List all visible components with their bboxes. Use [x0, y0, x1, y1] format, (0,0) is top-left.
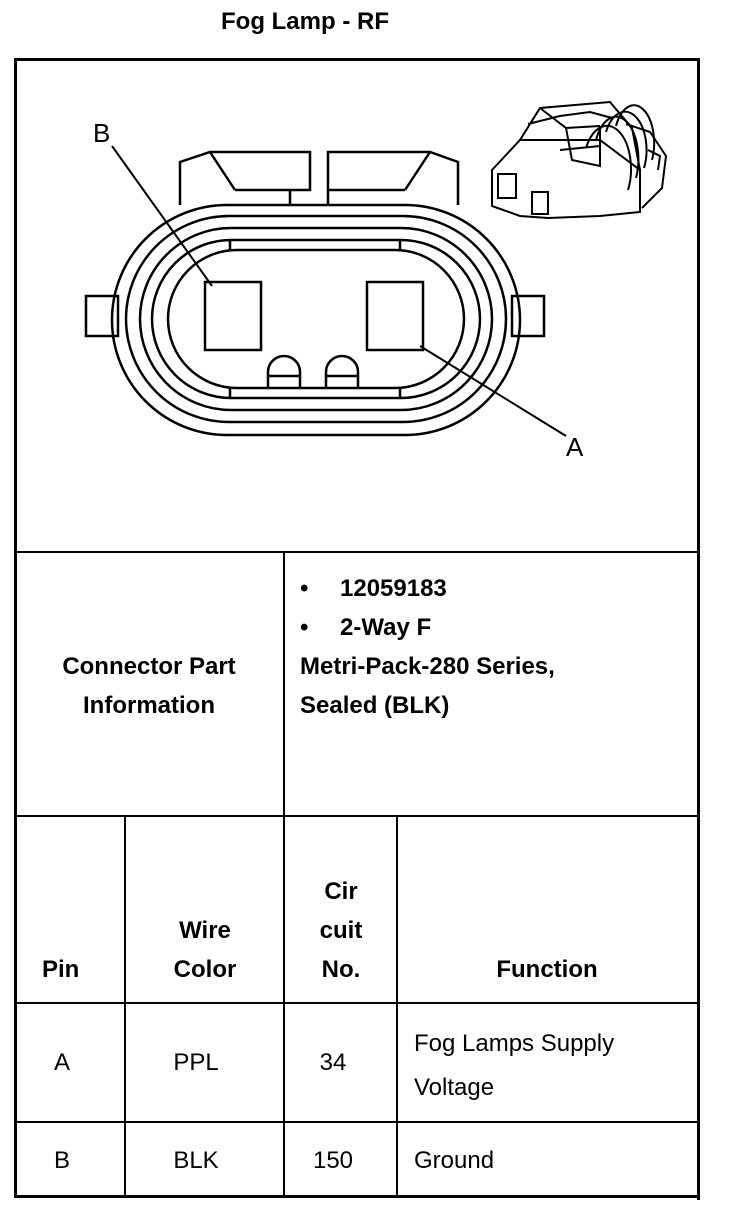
label-b: B — [93, 118, 111, 148]
connector-iso-icon — [491, 100, 668, 220]
row-a-function-line1: Fog Lamps Supply — [414, 1030, 615, 1057]
ear-left — [84, 294, 120, 338]
connector-series: Metri-Pack-280 Series, — [300, 653, 555, 680]
divider-diagram — [14, 551, 700, 553]
ear-right — [510, 294, 546, 338]
vdivider-2 — [283, 552, 285, 1198]
connector-info-label: Connector Part Information — [16, 647, 282, 725]
part-number: 12059183 — [340, 575, 447, 602]
row-a-pin: A — [53, 1049, 70, 1076]
connector-body-outer — [110, 203, 522, 437]
connector-info-details: •12059183 •2-Way F Metri-Pack-280 Series… — [300, 569, 696, 725]
bullet-item-1: •12059183 — [300, 575, 447, 602]
table-frame — [14, 58, 698, 1198]
latch-left — [178, 150, 312, 205]
row-b-circuit: 150 — [312, 1147, 354, 1174]
row-a-wire: PPL — [173, 1049, 219, 1076]
connector-info-label-line1: Connector Part — [62, 653, 236, 680]
connector-type: 2-Way F — [340, 614, 432, 641]
terminal-b — [203, 280, 263, 352]
header-function: Function — [496, 956, 598, 983]
row-a-function: Fog Lamps Supply Voltage — [414, 1022, 614, 1110]
row-a-circuit: 34 — [319, 1049, 347, 1076]
vdivider-3 — [396, 816, 398, 1198]
leader-a — [419, 345, 567, 437]
table-frame-right — [697, 58, 700, 1200]
connector-cavity — [166, 248, 466, 390]
header-cir-line2: cuit — [319, 917, 363, 944]
latch-right — [326, 150, 460, 205]
header-cir-line3: No. — [321, 956, 361, 983]
row-a-function-line2: Voltage — [414, 1074, 495, 1101]
connector-seal: Sealed (BLK) — [300, 692, 450, 719]
header-wire-color: Wire Color — [126, 911, 284, 989]
divider-info — [14, 815, 700, 817]
header-wire-line1: Wire — [179, 917, 231, 944]
row-b-function: Ground — [414, 1147, 495, 1174]
vdivider-1 — [124, 816, 126, 1198]
leader-b — [111, 145, 213, 287]
label-a: A — [566, 432, 584, 462]
header-circuit-no: Cir cuit No. — [285, 872, 397, 989]
row-b-wire: BLK — [173, 1147, 219, 1174]
divider-row-a — [14, 1121, 700, 1123]
key-bump-2 — [324, 354, 360, 388]
header-wire-line2: Color — [173, 956, 237, 983]
key-bump-1 — [266, 354, 302, 388]
terminal-a — [365, 280, 425, 352]
page-title: Fog Lamp - RF — [221, 8, 389, 35]
connector-info-label-line2: Information — [83, 692, 215, 719]
header-pin: Pin — [42, 956, 80, 983]
header-cir-line1: Cir — [324, 878, 358, 905]
row-b-pin: B — [53, 1147, 70, 1174]
divider-header — [14, 1002, 700, 1004]
bullet-item-2: •2-Way F — [300, 614, 432, 641]
